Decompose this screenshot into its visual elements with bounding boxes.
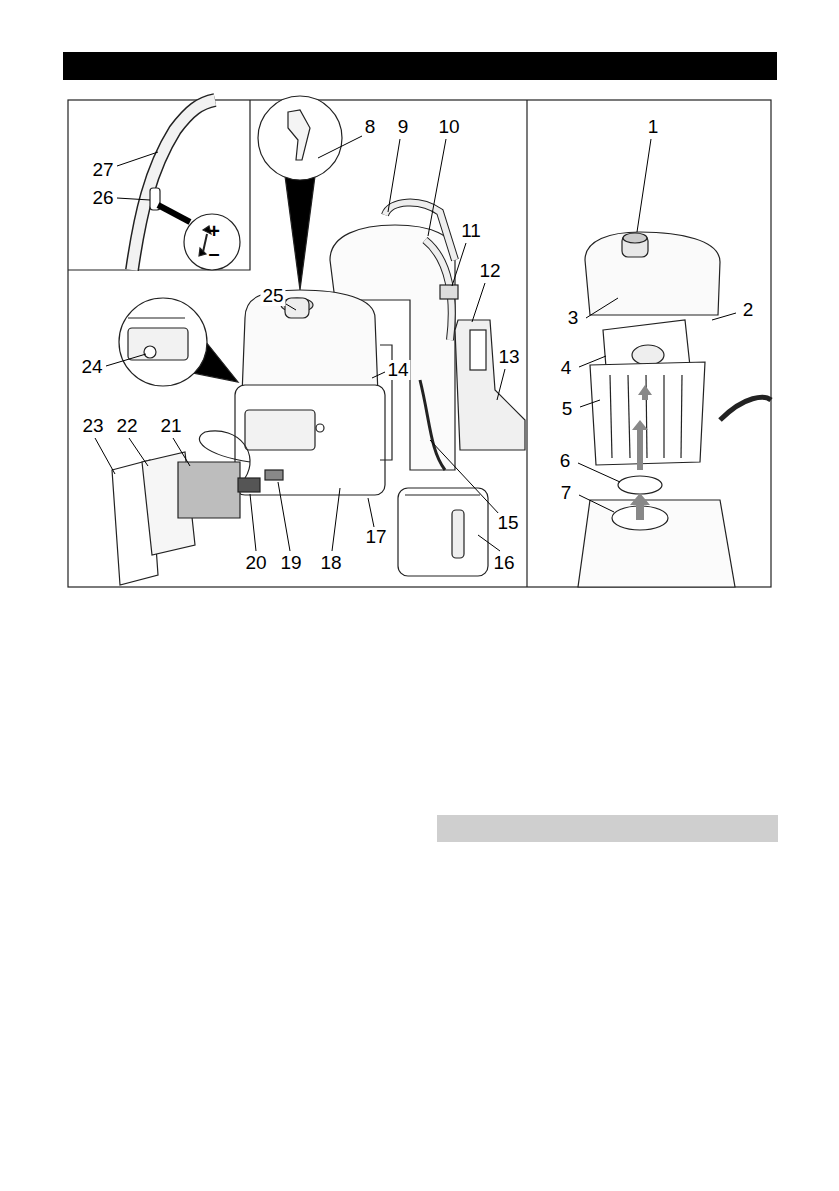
adjust-symbol: + [206,221,222,241]
callout-number: 2 [741,300,756,320]
callout-number: 21 [158,416,183,436]
callout-number: 6 [558,451,573,471]
callout-number: 9 [396,117,411,137]
callout-number: 24 [79,357,104,377]
callout-number: 18 [318,553,343,573]
callout-number: 3 [566,308,581,328]
callout-number: 5 [560,399,575,419]
callout-number: 15 [495,513,520,533]
callout-number: 22 [114,416,139,436]
callout-number: 26 [90,188,115,208]
filters [112,431,260,585]
section-bar [437,815,778,842]
hose [132,100,240,270]
battery [398,488,488,576]
callout-number: 4 [559,358,574,378]
adjust-symbol: – [206,243,221,263]
magnifier-8 [258,96,342,290]
callout-number: 8 [363,117,378,137]
leader-lines [95,136,736,551]
callout-number: 11 [459,221,483,241]
callout-number: 14 [385,360,410,380]
magnifier-24 [119,298,238,386]
callout-number: 20 [243,553,268,573]
callout-number: 13 [496,347,521,367]
callout-number: 10 [436,117,461,137]
callout-number: 23 [80,416,105,436]
callout-number: 27 [90,160,115,180]
frames [68,100,771,587]
callout-number: 16 [491,553,516,573]
callout-number: 1 [646,117,661,137]
callout-number: 12 [477,261,502,281]
callout-number: 19 [278,553,303,573]
callout-number: 25 [260,286,285,306]
exploded-view [578,232,771,587]
callout-number: 7 [559,483,574,503]
callout-number: 17 [363,527,388,547]
header-bar [63,52,777,80]
vacuum-body [235,290,392,495]
